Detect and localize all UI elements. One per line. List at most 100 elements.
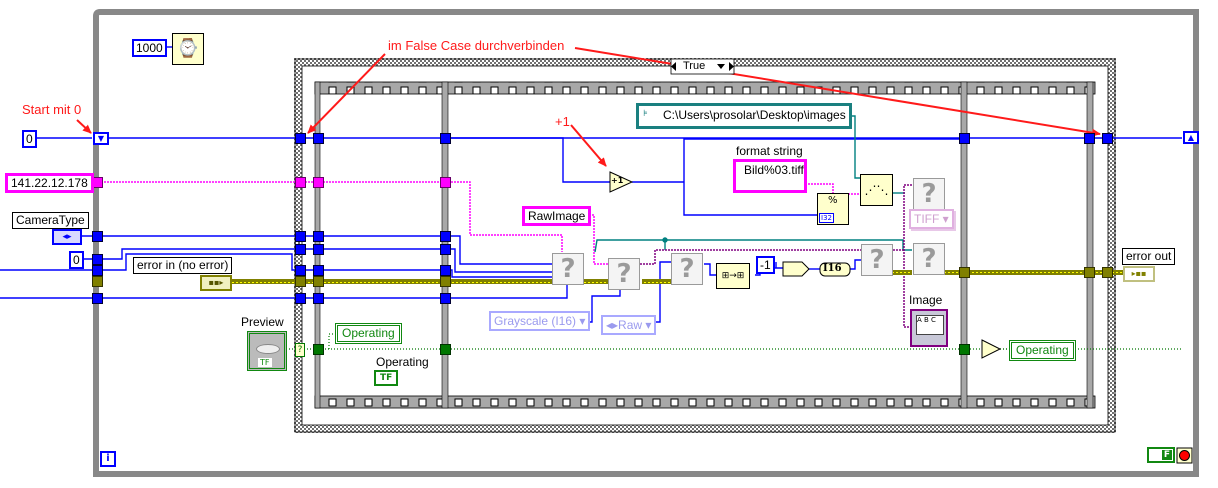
while-loop[interactable] [93, 9, 1199, 477]
tunnel [440, 244, 451, 255]
tunnel [440, 177, 451, 188]
missing-subvi-node[interactable]: ? [552, 253, 584, 285]
to-i16-node[interactable] [819, 262, 851, 277]
tunnel [1102, 133, 1113, 144]
tunnel [313, 231, 324, 242]
case-selector-label[interactable]: True [683, 60, 706, 72]
raw-image-constant[interactable]: RawImage [522, 206, 592, 226]
string-wires [80, 181, 860, 265]
tunnel [92, 265, 103, 276]
tunnel [959, 267, 970, 278]
boolean-wires [283, 333, 1182, 350]
tunnel [92, 231, 103, 242]
preview-tf: TF [258, 358, 272, 367]
path-constant[interactable]: ⊧ C:\Users\prosolar\Desktop\images [636, 103, 852, 129]
case-selector-terminal: ? [295, 343, 305, 357]
tunnel [313, 265, 324, 276]
operating-local-variable-out[interactable]: Operating [1009, 340, 1076, 361]
flat-sequence[interactable] [314, 81, 1096, 409]
tunnel [313, 293, 324, 304]
missing-subvi-node[interactable]: ? [671, 253, 703, 285]
tunnel [295, 293, 306, 304]
false-constant[interactable]: F [1147, 447, 1175, 463]
missing-subvi-node[interactable]: ? [608, 258, 640, 290]
tunnel [92, 276, 103, 287]
operating-local-variable[interactable]: Operating [335, 323, 402, 344]
tiff-ring-value: TIFF [914, 212, 940, 226]
tunnel [295, 133, 306, 144]
raw-ring[interactable]: ◂▸Raw ▾ [601, 315, 657, 335]
tunnel [92, 254, 103, 265]
image-grid-icon: A B C [916, 315, 944, 335]
format-string-label: format string [736, 144, 803, 158]
tunnel [440, 133, 451, 144]
tunnel [959, 344, 970, 355]
i16-label: I16 [823, 263, 842, 274]
tunnel [295, 177, 306, 188]
annotation-false-case: im False Case durchverbinden [388, 38, 565, 53]
ip-address-constant[interactable]: 141.22.12.178 [5, 173, 94, 193]
annotation-start: Start mit 0 [22, 102, 82, 117]
tunnel [959, 133, 970, 144]
tunnel [313, 133, 324, 144]
operating-label: Operating [376, 355, 429, 369]
tunnel [92, 293, 103, 304]
tunnel [313, 344, 324, 355]
tunnel [313, 276, 324, 287]
missing-subvi-node[interactable]: ? [913, 178, 945, 210]
error-out-label: error out [1122, 248, 1176, 265]
wait-ms-constant[interactable]: 1000 [132, 39, 167, 57]
shift-register-init-constant[interactable]: 0 [22, 130, 37, 148]
error-cluster-icon[interactable]: ▸▪▪ [1123, 266, 1155, 282]
operating-indicator[interactable]: TF [374, 370, 399, 386]
path-value: C:\Users\prosolar\Desktop\images [663, 108, 846, 122]
tunnel [1084, 267, 1095, 278]
grayscale-ring-value: Grayscale (I16) [494, 314, 577, 328]
missing-subvi-node[interactable]: ? [861, 244, 893, 276]
stop-terminal[interactable] [1176, 447, 1193, 464]
increment-node[interactable] [609, 171, 634, 193]
preview-button-control[interactable]: TF [247, 331, 287, 371]
preview-label: Preview [241, 315, 284, 329]
zero-constant[interactable]: 0 [69, 251, 84, 269]
false-constant-value: F [1162, 450, 1172, 460]
case-selector[interactable] [670, 58, 735, 75]
tiff-ring[interactable]: TIFF ▾ [909, 209, 954, 229]
neg-one-constant[interactable]: -1 [756, 256, 775, 274]
wait-ms-watch-icon[interactable]: ⌚ [172, 33, 204, 65]
tunnel [295, 276, 306, 287]
increment-glyph: +1 [611, 176, 624, 185]
i32-terminal: I32 [819, 213, 834, 223]
tunnel [440, 231, 451, 242]
not-node[interactable] [981, 339, 1002, 359]
annotation-plus-one: +1 [555, 114, 570, 129]
bundle-number-node[interactable] [782, 261, 810, 277]
format-icon: % [828, 195, 838, 206]
error-cluster-icon[interactable]: ▪▪▸ [200, 275, 232, 291]
tunnel [440, 344, 451, 355]
image-display-icon[interactable]: A B C [910, 309, 948, 347]
missing-subvi-node[interactable]: ? [913, 243, 945, 275]
build-path-node[interactable]: ⋰⋱ [860, 174, 893, 206]
tunnel [295, 265, 306, 276]
tunnel [440, 293, 451, 304]
shift-register-right-icon[interactable]: ▲ [1183, 131, 1199, 144]
tunnel [440, 276, 451, 287]
led-icon [256, 344, 280, 354]
format-string-value: Bild%03.tiff [744, 163, 804, 177]
tunnel [295, 231, 306, 242]
grayscale-ring[interactable]: Grayscale (I16) ▾ [489, 311, 591, 331]
tunnel [295, 244, 306, 255]
camera-type-label: CameraType [12, 212, 89, 229]
tunnel [313, 177, 324, 188]
shift-register-left-icon[interactable]: ▼ [93, 132, 109, 145]
format-string-constant[interactable]: Bild%03.tiff [733, 159, 807, 193]
iteration-terminal: i [100, 451, 116, 467]
transpose-array-node[interactable]: ⊞→⊞ [716, 263, 750, 289]
error-wires [230, 270, 1123, 284]
format-into-string-node[interactable]: % I32 [817, 193, 849, 225]
image-label: Image [909, 293, 943, 307]
enum-arrows-icon[interactable]: ◂▸ [52, 229, 82, 245]
